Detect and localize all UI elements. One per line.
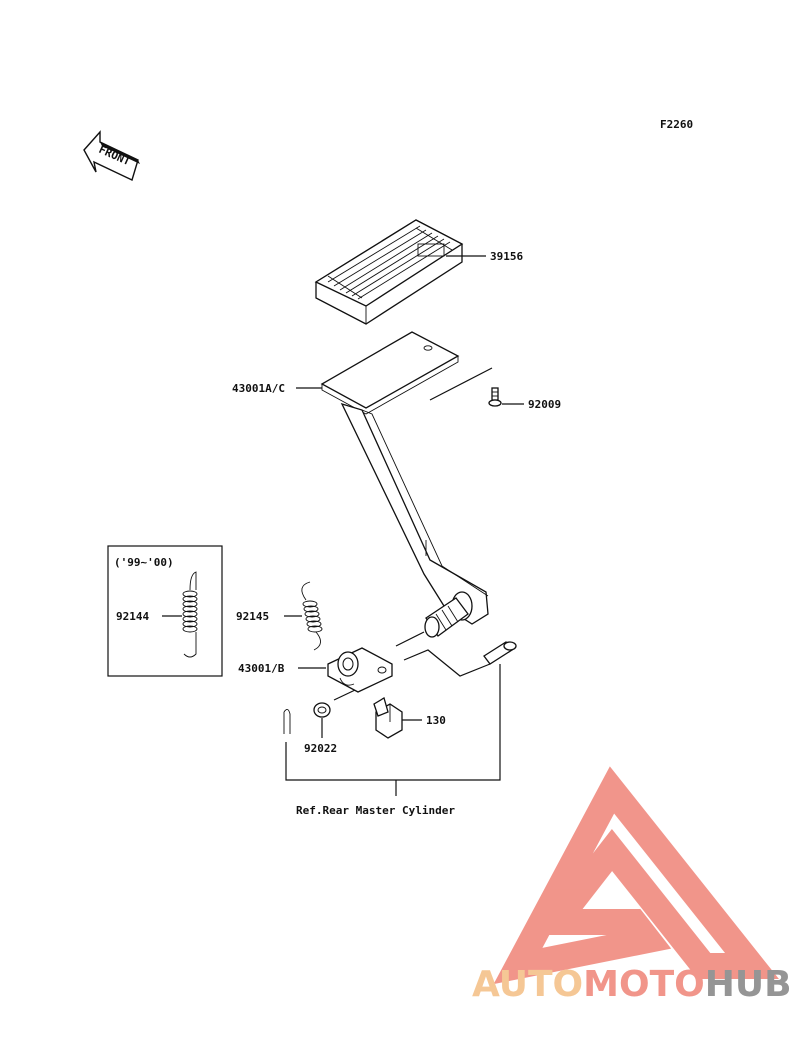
watermark-text-hub: HUB (705, 964, 792, 1005)
pedal-pad-rubber (314, 219, 464, 325)
pedal-bracket-43001b (327, 647, 393, 693)
clevis-pin (483, 641, 517, 665)
inset-box: ('99~'00) 92144 (107, 545, 223, 677)
diagram-code: F2260 (660, 118, 693, 131)
part-label-92144: 92144 (116, 610, 149, 623)
part-label-43001b: 43001/B (238, 662, 285, 675)
watermark-text-moto: MOTO (583, 964, 705, 1005)
part-label-43001ac: 43001A/C (232, 382, 285, 395)
part-label-39156: 39156 (490, 250, 523, 263)
reference-label: Ref.Rear Master Cylinder (296, 804, 455, 817)
return-spring-92145 (301, 581, 323, 651)
flange-bolt-130 (373, 697, 403, 739)
spring-92144 (182, 571, 198, 658)
bolt-92009 (488, 387, 502, 407)
part-label-130: 130 (426, 714, 446, 727)
part-label-92009: 92009 (528, 398, 561, 411)
inset-years-label: ('99~'00) (114, 556, 174, 569)
svg-text:AUTOMOTOHUB: AUTOMOTOHUB (472, 964, 792, 1005)
watermark-logo: AUTOMOTOHUB (472, 766, 792, 1005)
part-label-92022: 92022 (304, 742, 337, 755)
cotter-pin (283, 709, 291, 734)
watermark-text-auto: AUTO (472, 964, 583, 1005)
brake-pedal-arm (320, 331, 489, 638)
part-label-92145: 92145 (236, 610, 269, 623)
washer-92022 (313, 702, 331, 718)
front-arrow-icon: FRONT (83, 130, 140, 181)
